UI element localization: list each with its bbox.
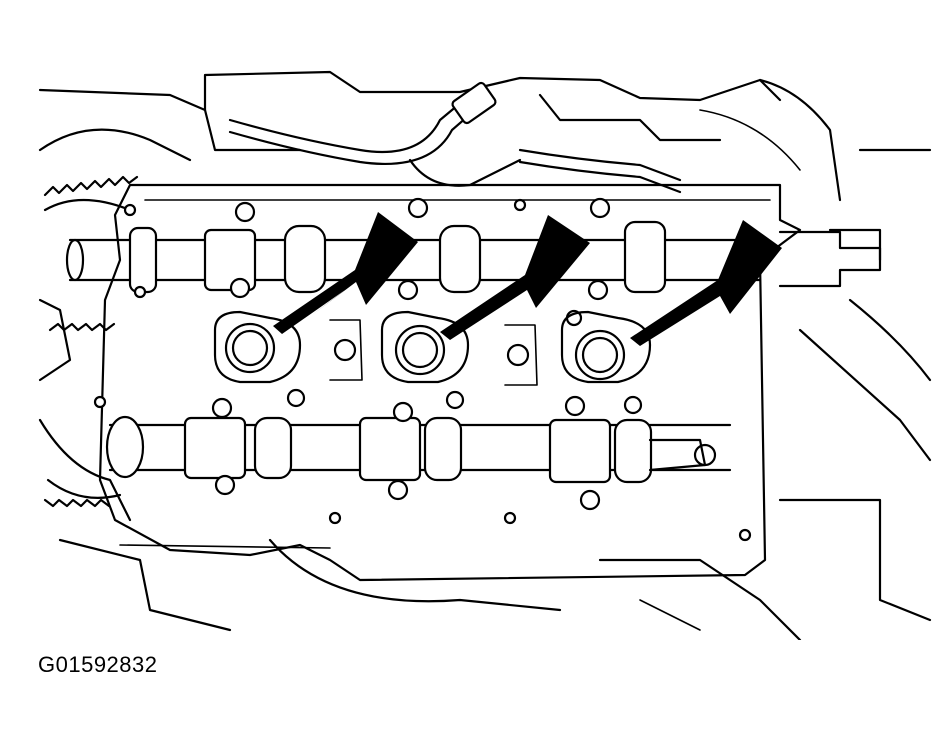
callout-arrows <box>273 212 782 346</box>
cylinder-head-outline <box>98 183 802 582</box>
spark-plug-seal-3 <box>560 310 652 384</box>
timing-gear-lower <box>43 322 122 508</box>
engine-cylinder-head-illustration <box>38 70 932 640</box>
arrow-left-seal <box>273 212 418 334</box>
spark-plug-seal-2 <box>380 310 470 384</box>
bearing-cap-bolts <box>93 197 752 542</box>
arrow-middle-seal <box>440 215 590 340</box>
arrow-right-seal <box>630 220 782 346</box>
timing-gear-upper <box>43 175 139 212</box>
wiring-harness <box>228 81 682 194</box>
spark-plug-seal-1 <box>213 310 302 384</box>
lower-camshaft <box>105 415 732 484</box>
upper-camshaft <box>65 220 882 294</box>
engine-bay-outline <box>38 70 932 640</box>
figure-id-label: G01592832 <box>38 652 158 677</box>
oil-holes <box>329 319 538 386</box>
